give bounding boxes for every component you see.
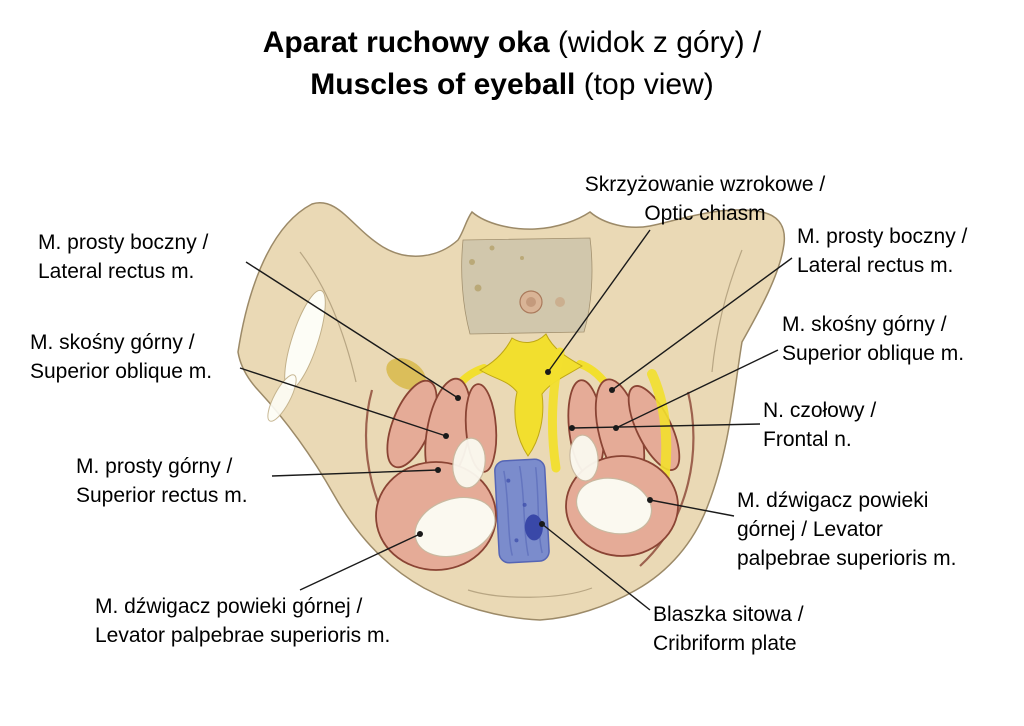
- cribriform-texture: [534, 467, 543, 554]
- cribriform-dot: [506, 478, 511, 483]
- bone-speckle: [474, 284, 482, 292]
- leader-superior-oblique-left: [239, 367, 447, 437]
- leader-lines: [239, 229, 793, 611]
- leader-lateral-rectus-right: [611, 257, 793, 391]
- leader-lateral-rectus-left: [245, 261, 459, 399]
- anchor-superior-oblique-right: [613, 425, 619, 431]
- label-superior-oblique-right: M. skośny górny / Superior oblique m.: [782, 313, 965, 365]
- label-lateral-rectus-left: M. prosty boczny / Lateral rectus m.: [38, 231, 209, 283]
- leader-levator-left: [299, 533, 421, 591]
- ochre-patch-left: [386, 358, 426, 390]
- planum-area: [461, 237, 593, 335]
- label-optic-chiasm: Skrzyżowanie wzrokowe / Optic chiasm: [584, 173, 826, 225]
- eyeball-right: [575, 477, 653, 535]
- cribriform-dark-spot: [524, 514, 543, 541]
- anchor-levator-right: [647, 497, 653, 503]
- right-wing-suture: [711, 249, 743, 373]
- page-title-line2: Muscles of eyeball (top view): [0, 64, 1024, 106]
- leader-levator-right: [649, 499, 735, 517]
- label-frontal-nerve: N. czołowy / Frontal n.: [763, 399, 877, 451]
- cribriform-texture: [503, 470, 513, 556]
- anchor-optic-chiasm: [545, 369, 551, 375]
- bone-speckle: [489, 245, 495, 251]
- orbit-rim-right: [639, 391, 695, 567]
- left-wing-suture: [299, 251, 357, 383]
- leader-frontal-nerve: [571, 423, 761, 429]
- label-levator-right: M. dźwigacz powieki górnej / Levator pal…: [737, 489, 957, 570]
- left-orbit-muscles: [364, 358, 498, 571]
- label-levator-left: M. dźwigacz powieki górnej / Levator pal…: [95, 595, 391, 647]
- title-polish-subnote: (widok z góry) /: [549, 26, 762, 59]
- bone-speckle: [520, 256, 524, 260]
- anchor-levator-left: [417, 531, 423, 537]
- bone-dot: [555, 297, 565, 307]
- small-fissure-left: [267, 374, 297, 422]
- pituitary-fossa-inner: [526, 297, 536, 307]
- anchor-frontal-nerve: [569, 425, 575, 431]
- label-lateral-rectus-right: M. prosty boczny / Lateral rectus m.: [797, 225, 968, 277]
- leader-optic-chiasm: [547, 229, 651, 373]
- anchor-lateral-rectus-right: [609, 387, 615, 393]
- page-title-line1: Aparat ruchowy oka (widok z góry) /: [0, 22, 1024, 64]
- medial-nerve-band-right: [548, 347, 565, 473]
- anchor-superior-oblique-left: [443, 433, 449, 439]
- label-cribriform-plate: Blaszka sitowa / Cribriform plate: [653, 603, 804, 655]
- anchor-lateral-rectus-left: [455, 395, 461, 401]
- cribriform-plate-group: [494, 458, 550, 564]
- page-title: Aparat ruchowy oka (widok z góry) / Musc…: [0, 22, 1024, 106]
- tendon-white-left: [452, 437, 486, 489]
- label-superior-oblique-left: M. skośny górny / Superior oblique m.: [30, 331, 213, 383]
- cribriform-texture: [518, 465, 530, 556]
- title-polish: Aparat ruchowy oka: [262, 26, 550, 59]
- label-superior-rectus: M. prosty górny / Superior rectus m.: [76, 455, 248, 507]
- title-english-subnote: (top view): [575, 68, 714, 101]
- anchor-cribriform-plate: [539, 521, 545, 527]
- cribriform-dot: [514, 538, 519, 543]
- title-english: Muscles of eyeball: [310, 68, 576, 101]
- leader-superior-oblique-right: [615, 349, 779, 429]
- bone-speckle: [469, 259, 475, 265]
- bottom-bone-texture: [467, 587, 593, 598]
- leader-cribriform-plate: [541, 523, 651, 611]
- leader-superior-rectus: [271, 469, 439, 477]
- eyeball-left: [414, 496, 496, 558]
- cribriform-dot: [522, 502, 527, 507]
- tendon-white-right: [569, 434, 599, 482]
- anchor-superior-rectus: [435, 467, 441, 473]
- central-sella-region: [461, 237, 593, 335]
